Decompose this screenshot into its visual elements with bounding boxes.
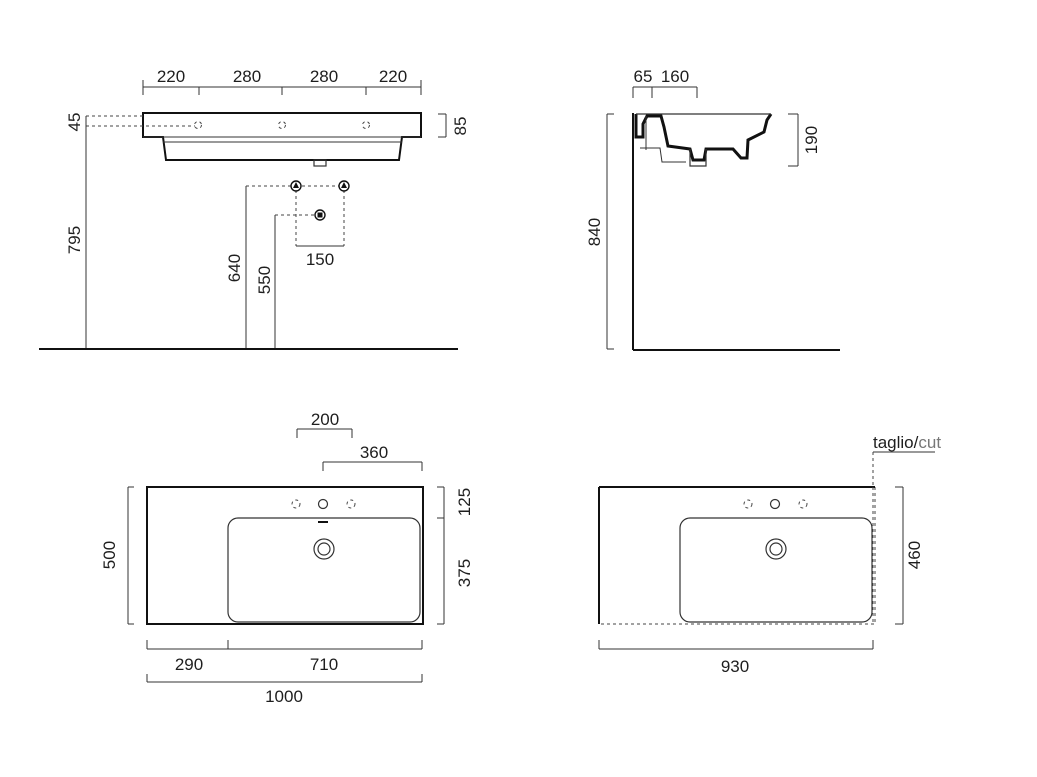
- cut-label-accent: cut: [918, 433, 941, 452]
- front-dim-2: 280: [233, 67, 261, 86]
- plan-view: 200 360 500 125 375 290: [100, 410, 474, 706]
- total-width-label: 1000: [265, 687, 303, 706]
- supply-valve-right-icon: [338, 180, 350, 192]
- tap-from-right-label: 360: [360, 443, 388, 462]
- plan-depth-label: 500: [100, 541, 119, 569]
- bowl-depth-label: 375: [455, 559, 474, 587]
- overflow-height-label: 795: [65, 226, 84, 254]
- lip-depth-label: 45: [65, 113, 84, 132]
- waste-outlet-icon: [314, 209, 326, 221]
- basin-height-label: 85: [451, 117, 470, 136]
- front-dim-3: 280: [310, 67, 338, 86]
- supply-spacing-label: 150: [306, 250, 334, 269]
- cut-bowl: [679, 517, 873, 623]
- front-dim-4: 220: [379, 67, 407, 86]
- cut-plan-view: taglio/cut 460 930: [598, 433, 941, 676]
- plan-outline: [146, 486, 424, 625]
- supply-height-label: 640: [225, 254, 244, 282]
- tap-row-depth-label: 125: [455, 488, 474, 516]
- drain-offset-label: 160: [661, 67, 689, 86]
- cut-label: taglio/cut: [873, 433, 941, 452]
- tap-spacing-label: 200: [311, 410, 339, 429]
- front-dim-1: 220: [157, 67, 185, 86]
- cut-width-label: 930: [721, 657, 749, 676]
- cut-depth-label: 460: [905, 541, 924, 569]
- waste-height-label: 550: [255, 266, 274, 294]
- plan-bowl: [227, 517, 421, 623]
- basin-side-section: [634, 113, 773, 162]
- basin-depth-label: 190: [802, 126, 821, 154]
- cut-drain-icon: [765, 538, 787, 560]
- cut-outline: [598, 486, 875, 624]
- side-elevation: 65 160 190 840: [585, 67, 840, 351]
- front-elevation: 220 280 280 220 45 795 85 640: [39, 67, 470, 350]
- bowl-width-label: 710: [310, 655, 338, 674]
- wall-offset-label: 65: [634, 67, 653, 86]
- left-shelf-label: 290: [175, 655, 203, 674]
- cut-label-main: taglio/: [873, 433, 919, 452]
- total-height-label: 840: [585, 218, 604, 246]
- drain-icon: [313, 538, 335, 560]
- supply-valve-left-icon: [290, 180, 302, 192]
